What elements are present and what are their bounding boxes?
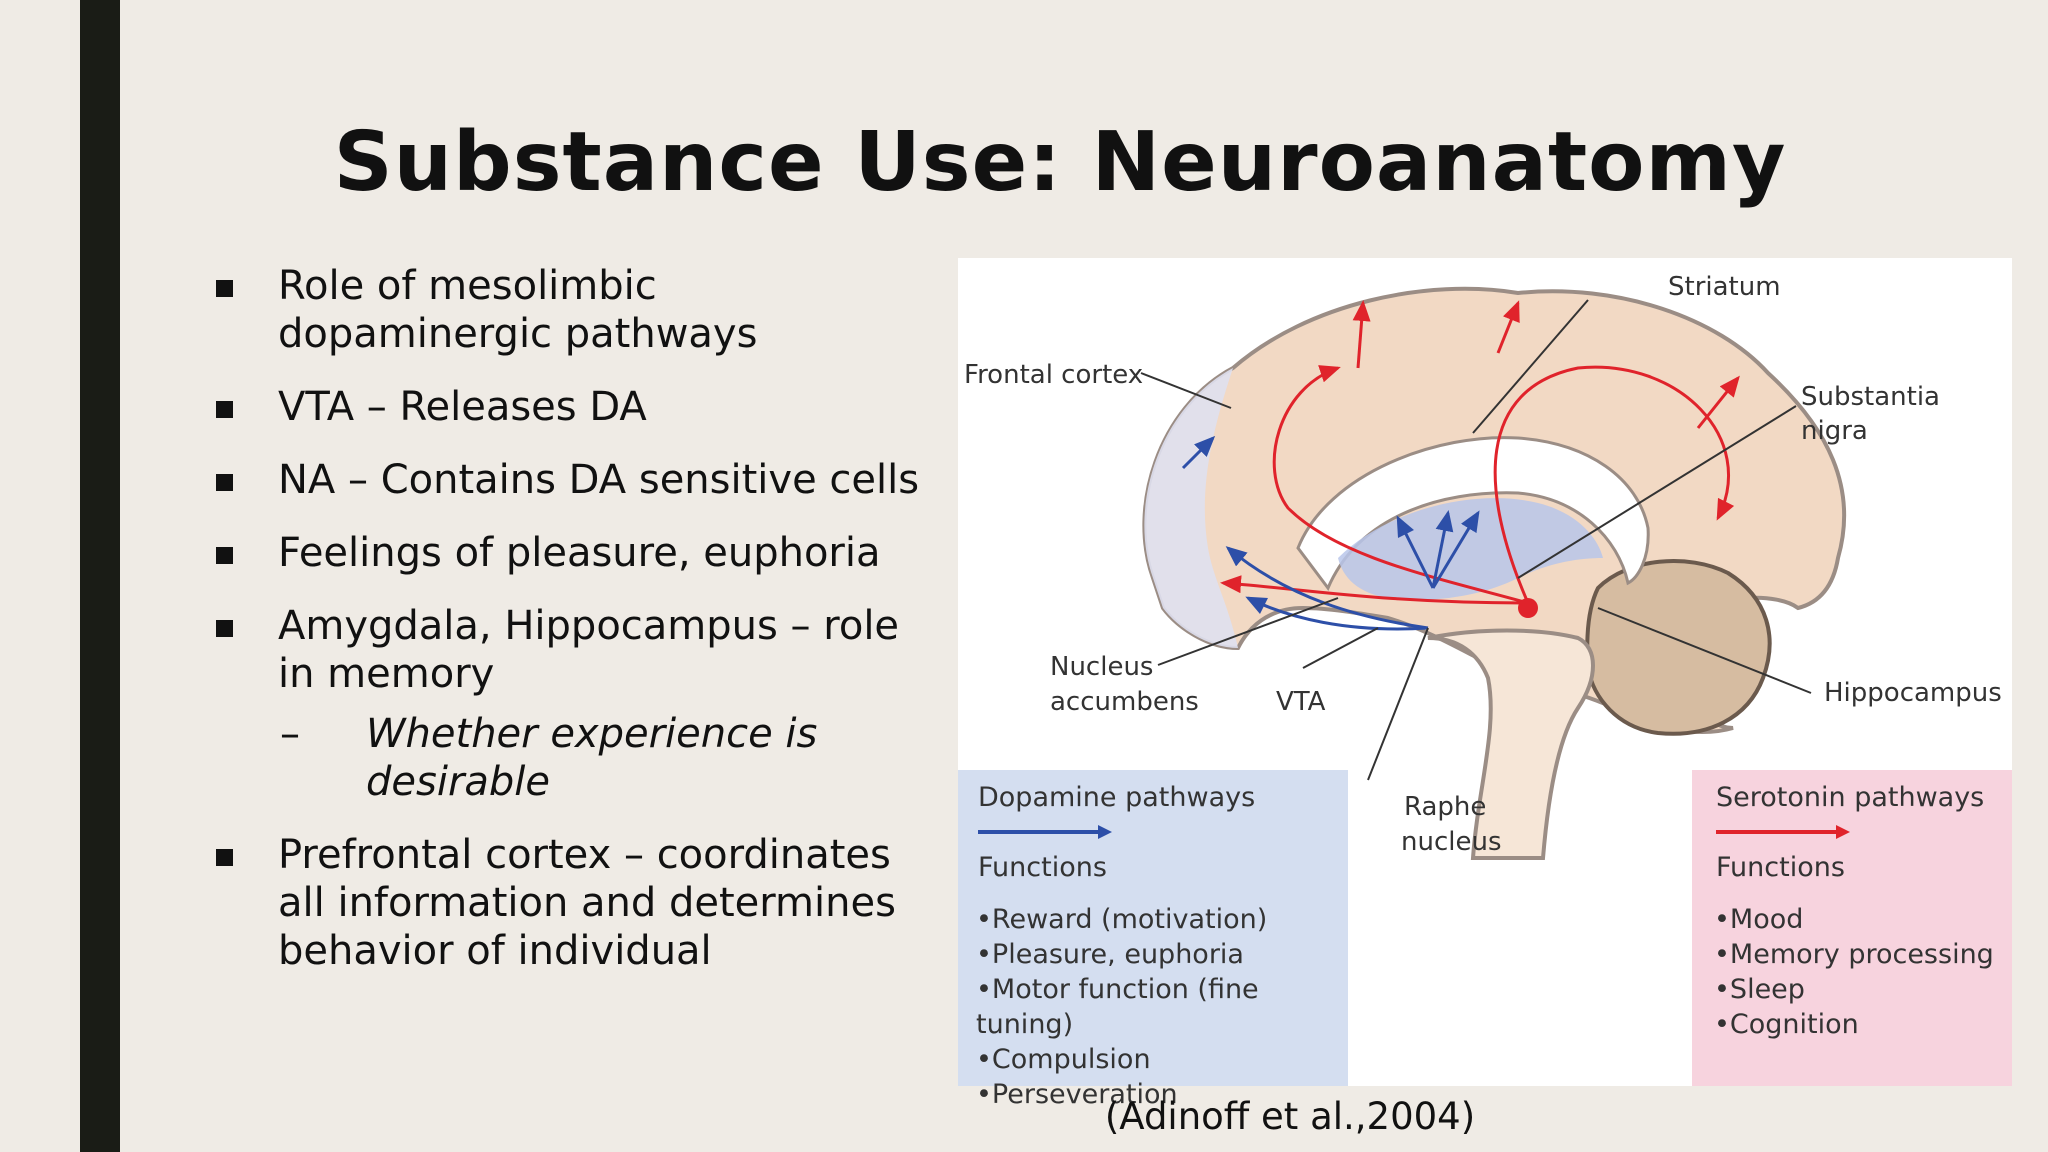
dopamine-pathway-arrow [1245,596,1429,631]
raphe-nucleus-marker [1518,598,1538,618]
bullet-item: Feelings of pleasure, euphoria [210,529,930,577]
bullet-item: Prefrontal cortex – coordinates all info… [210,831,930,975]
label-leader-line [1157,597,1339,666]
dopamine-pathway-arrow [1396,515,1435,589]
bullet-item: Amygdala, Hippocampus – role in memory –… [210,602,930,806]
list-item: •Perseveration [976,1079,1178,1110]
bullet-item: NA – Contains DA sensitive cells [210,456,930,504]
dash-bullet-icon: – [280,711,300,757]
striatum-label: Striatum [1668,272,1781,302]
dopamine-legend-title: Dopamine pathways [978,782,1256,813]
serotonin-pathway-arrow [1696,375,1740,429]
serotonin-pathway-arrow [1496,300,1520,354]
dopamine-functions-label: Functions [978,852,1107,883]
serotonin-arrow-icon [1716,825,1850,839]
dopamine-arrow-icon [978,825,1112,839]
list-item: •Pleasure, euphoria [976,939,1244,970]
list-item: •Cognition [1714,1009,1859,1040]
citation: (Adinoff et al.,2004) [1104,1095,1476,1138]
corpus-callosum [1296,436,1650,591]
nucleus-accumbens-label-line2: accumbens [1050,687,1199,717]
substantia-nigra-label: Substantia nigra [1801,382,1940,446]
square-bullet-icon [216,280,233,297]
serotonin-pathway-arrow [1272,365,1529,605]
bullet-text: Prefrontal cortex – coordinates all info… [278,832,896,974]
list-item: •Reward (motivation) [976,904,1268,935]
square-bullet-icon [216,547,233,564]
vta-label: VTA [1276,687,1326,717]
dopamine-pathway-arrow [1181,435,1216,470]
bullet-text: NA – Contains DA sensitive cells [278,457,920,503]
list-item: •Mood [1714,904,1804,935]
list-item: •Sleep [1714,974,1805,1005]
nucleus-accumbens-label-line1: Nucleus [1050,652,1154,682]
serotonin-pathway-arrow [1220,575,1529,605]
serotonin-pathway-arrow [1352,300,1371,369]
label-leader-line [1367,627,1429,781]
sub-bullet-text: Whether experience is desirable [366,711,818,805]
list-item: •Compulsion [976,1044,1151,1075]
dopamine-functions-list: •Reward (motivation) •Pleasure, euphoria… [976,902,1348,1112]
dopamine-legend-box: Dopamine pathways Functions •Reward (mot… [958,770,1348,1110]
slide-title: Substance Use: Neuroanatomy [333,115,1787,210]
frontal-cortex-region [1144,368,1238,648]
label-leader-line [1517,405,1797,579]
side-accent-bar [80,0,120,1152]
square-bullet-icon [216,401,233,418]
brain-diagram [1140,286,1847,860]
brain-stem [1427,628,1595,860]
bullet-text: Amygdala, Hippocampus – role in memory [278,603,900,697]
square-bullet-icon [216,474,233,491]
brain-pathways-figure: Striatum Frontal cortex Substantia nigra… [958,258,2012,1110]
raphe-nucleus-label-line1: Raphe [1404,792,1487,822]
square-bullet-icon [216,849,233,866]
label-leader-line [1472,299,1589,434]
label-leader-line [1597,607,1812,694]
serotonin-legend-box: Serotonin pathways Functions •Mood •Memo… [1692,770,2012,1086]
bullet-item: VTA – Releases DA [210,383,930,431]
serotonin-functions-list: •Mood •Memory processing •Sleep •Cogniti… [1714,902,1994,1042]
serotonin-pathway-arrow [1493,365,1735,604]
bullet-text: Feelings of pleasure, euphoria [278,530,881,576]
dopamine-pathway-arrow [1431,510,1454,589]
frontal-cortex-label: Frontal cortex [964,360,1144,390]
serotonin-legend-title: Serotonin pathways [1716,782,1985,813]
sub-bullet: – Whether experience is desirable [278,710,930,806]
list-item: •Memory processing [1714,939,1994,970]
bullet-list: Role of mesolimbic dopaminergic pathways… [210,262,930,1000]
raphe-nucleus-label-line2: nucleus [1401,827,1502,857]
serotonin-functions-label: Functions [1716,852,1845,883]
bullet-text: Role of mesolimbic dopaminergic pathways [278,263,758,357]
dopamine-pathway-arrow [1431,510,1480,589]
list-item: •Motor function (fine tuning) [976,974,1259,1040]
bullet-item: Role of mesolimbic dopaminergic pathways [210,262,930,358]
cerebellum [1585,559,1772,736]
bullet-text: VTA – Releases DA [278,384,647,430]
hippocampus-label: Hippocampus [1824,678,2002,708]
square-bullet-icon [216,620,233,637]
label-leader-line [1302,627,1379,669]
label-leader-line [1140,372,1232,409]
